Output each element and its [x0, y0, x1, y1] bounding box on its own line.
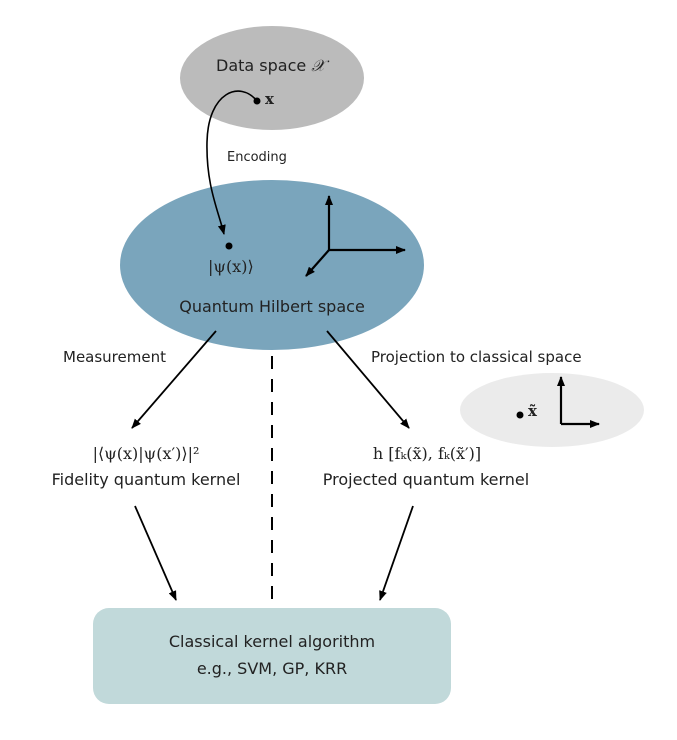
classical-space-ellipse [460, 373, 644, 447]
projected-to-algorithm-arrow [379, 505, 414, 601]
measurement-arrow [131, 330, 217, 429]
state-label: |ψ(x)⟩ [208, 257, 254, 276]
hilbert-axes-icon [305, 195, 406, 277]
fidelity-kernel-label: Fidelity quantum kernel [51, 470, 241, 489]
data-space-ellipse [180, 26, 364, 130]
data-space-title: Data space 𝒳 [216, 56, 326, 75]
hilbert-space-ellipse [120, 180, 424, 350]
data-space-label: Data space [216, 56, 307, 75]
data-space-symbol: 𝒳 [311, 56, 326, 75]
algorithm-box [93, 608, 451, 704]
projected-kernel-label: Projected quantum kernel [322, 470, 530, 489]
hilbert-space-label: Quantum Hilbert space [179, 297, 365, 316]
projected-point-dot [516, 411, 524, 419]
encoding-arrow [206, 90, 258, 235]
fidelity-kernel-formula: |⟨ψ(x)|ψ(x′)⟩|² [92, 444, 200, 463]
projected-point-label: x̃ [528, 402, 537, 420]
encoding-label: Encoding [227, 150, 287, 165]
classical-axes-icon [557, 376, 600, 428]
measurement-label: Measurement [63, 348, 166, 366]
projected-kernel-formula: h [fₖ(x̃), fₖ(x̃′)] [372, 444, 482, 463]
projection-label: Projection to classical space [371, 348, 582, 366]
algorithm-examples: e.g., SVM, GP, KRR [196, 659, 348, 678]
fidelity-to-algorithm-arrow [134, 505, 177, 601]
state-point-dot [225, 242, 233, 250]
data-point-label: x [265, 90, 274, 108]
projection-arrow [326, 330, 410, 429]
algorithm-title: Classical kernel algorithm [168, 632, 376, 651]
